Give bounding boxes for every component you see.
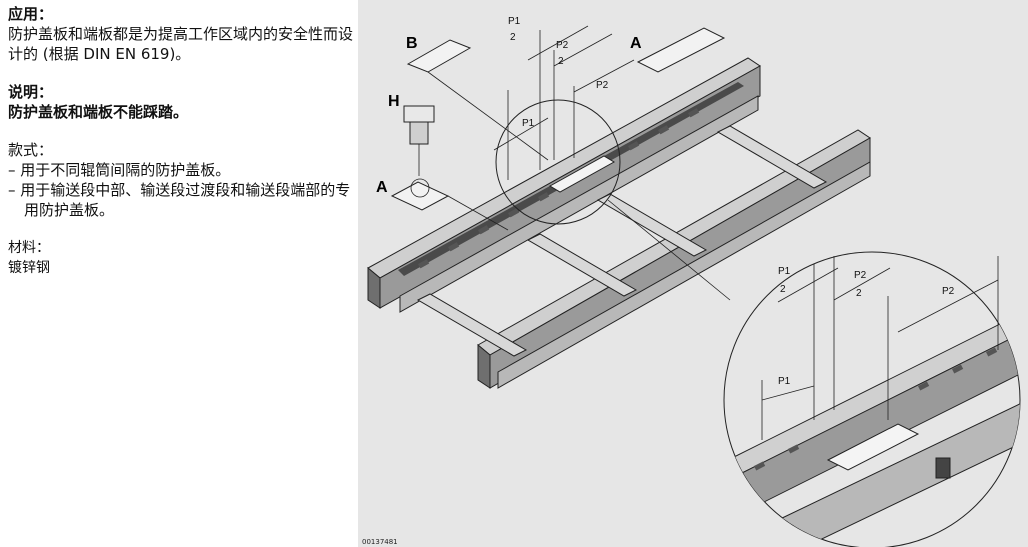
dim-p2-half-top: P2 [556, 40, 569, 51]
conveyor-illustration: B A H A P1 2 P2 2 P2 P1 P1 2 P2 2 P2 P1 … [358, 0, 1028, 547]
dim-p2-top: P2 [596, 80, 609, 91]
cover-plate-a-top [636, 27, 726, 73]
cover-plate-a-left [390, 178, 509, 231]
detail-circle-small [495, 99, 621, 225]
dimension-lines-top [493, 25, 635, 180]
dim-p1-zoom: P1 [778, 376, 791, 387]
dim-p1-top: P1 [522, 118, 535, 129]
models-list: – 用于不同辊筒间隔的防护盖板。 – 用于输送段中部、输送段过渡段和输送段端部的… [8, 160, 353, 220]
models-heading: 款式： [8, 141, 54, 159]
label-h: H [388, 93, 400, 110]
dim-p1-half-zoom: P1 [778, 266, 791, 277]
conveyor-drawing: B A H A P1 2 P2 2 P2 P1 P1 2 P2 2 P2 P1 [367, 16, 1021, 547]
label-a-top: A [630, 35, 642, 52]
cover-plate-mounted [549, 155, 615, 193]
models-item: – 用于输送段中部、输送段过渡段和输送段端部的专用防护盖板。 [8, 181, 351, 219]
dim-p2-zoom: P2 [942, 286, 955, 297]
material-section: 材料： 镀锌钢 [8, 238, 353, 278]
dim-p1-half-top: P1 [508, 16, 521, 27]
description-column: 应用： 防护盖板和端板都是为提高工作区域内的安全性而设计的 (根据 DIN EN… [8, 4, 353, 296]
detail-zoom [723, 251, 1021, 547]
dim-p2-half-top-denominator: 2 [558, 56, 564, 67]
models-item: – 用于不同辊筒间隔的防护盖板。 [8, 161, 231, 179]
cross-members [416, 125, 828, 357]
material-value: 镀锌钢 [8, 260, 50, 276]
material-heading: 材料： [8, 240, 50, 256]
note-heading: 说明： [8, 83, 54, 101]
application-heading: 应用： [8, 5, 54, 23]
dim-p1-half-top-denominator: 2 [510, 32, 516, 43]
dim-p2-half-zoom: P2 [854, 270, 867, 281]
dim-p1-half-zoom-denominator: 2 [780, 284, 786, 295]
figure-id: 00137481 [362, 538, 398, 546]
label-b: B [406, 35, 418, 52]
models-section: 款式： – 用于不同辊筒间隔的防护盖板。 – 用于输送段中部、输送段过渡段和输送… [8, 140, 353, 220]
cover-plate-b [406, 39, 549, 161]
dim-p2-half-zoom-denominator: 2 [856, 288, 862, 299]
rail-lower [399, 95, 871, 389]
application-text: 防护盖板和端板都是为提高工作区域内的安全性而设计的 (根据 DIN EN 619… [8, 25, 354, 63]
note-section: 说明： 防护盖板和端板不能踩踏。 [8, 82, 353, 122]
application-section: 应用： 防护盖板和端板都是为提高工作区域内的安全性而设计的 (根据 DIN EN… [8, 4, 353, 64]
note-text: 防护盖板和端板不能踩踏。 [8, 103, 189, 121]
label-a-left: A [376, 179, 388, 196]
clip-h [403, 105, 435, 176]
